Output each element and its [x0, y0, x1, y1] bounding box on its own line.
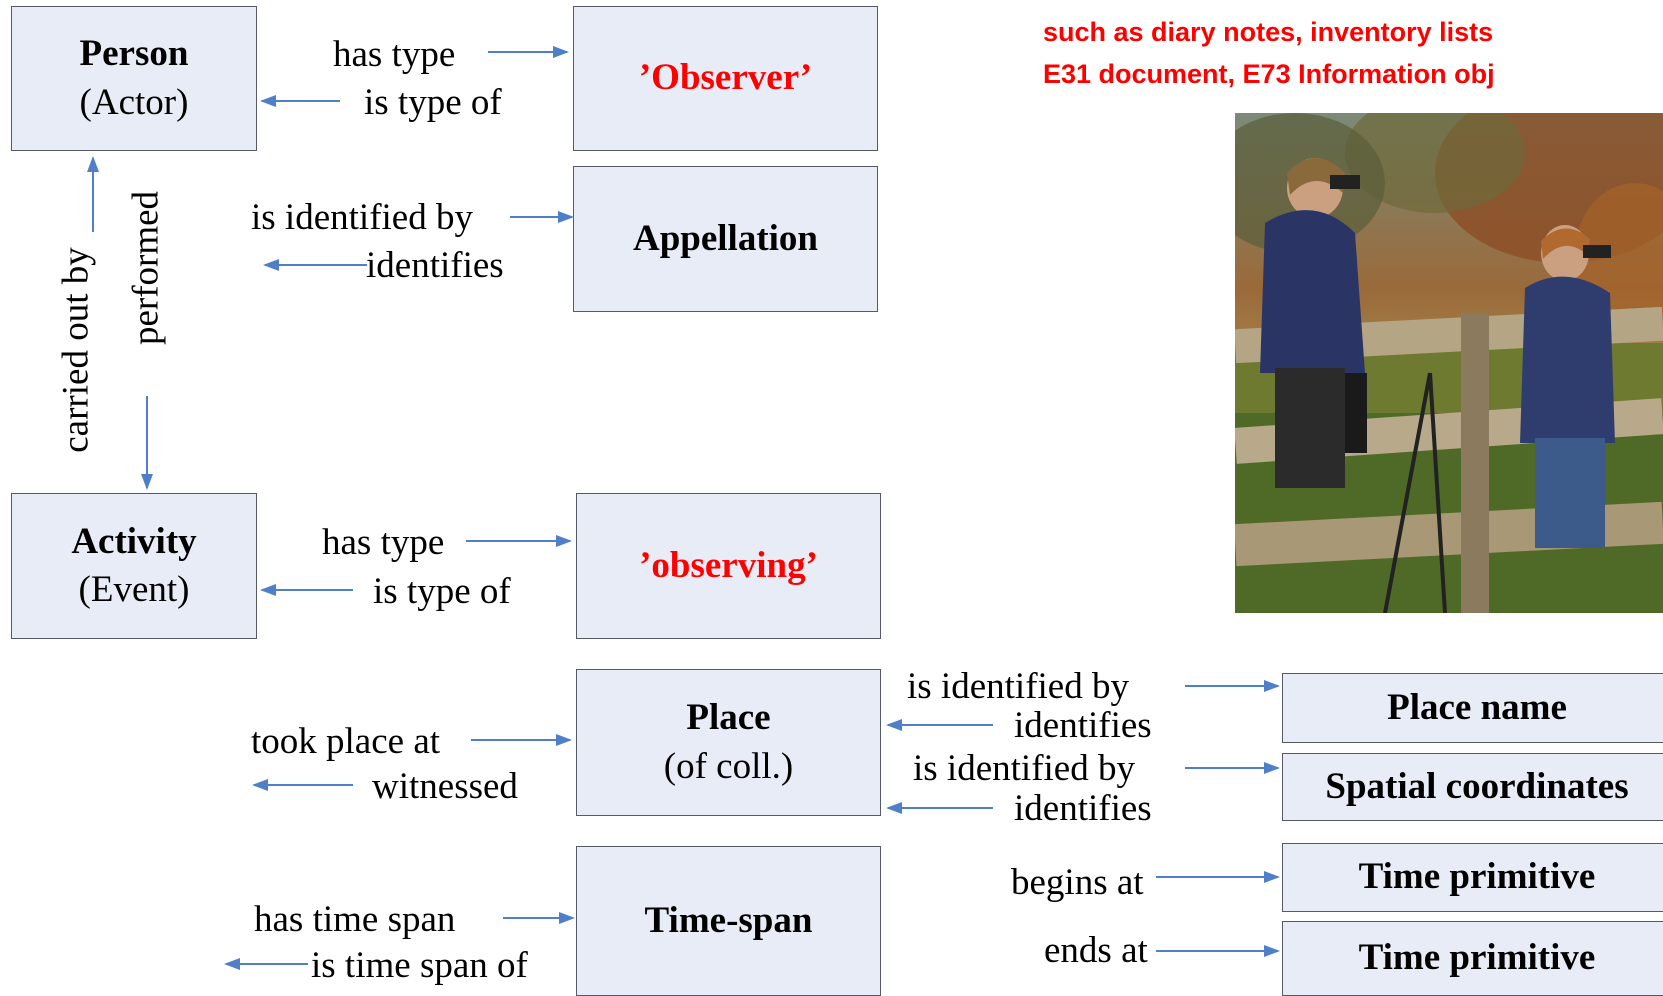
label-is-time-span-of: is time span of	[311, 945, 528, 986]
person-box: Person (Actor)	[11, 6, 257, 151]
timespan-title: Time-span	[644, 899, 813, 941]
time-primitive-box-1: Time primitive	[1282, 843, 1663, 912]
label-identifies-3: identifies	[1014, 788, 1152, 829]
label-carried-out-by: carried out by	[55, 247, 97, 453]
place-box: Place (of coll.)	[576, 669, 881, 816]
time-primitive-box-2: Time primitive	[1282, 921, 1663, 996]
appellation-box: Appellation	[573, 166, 878, 312]
label-ends-at: ends at	[1044, 930, 1148, 971]
source-note: such as diary notes, inventory lists E31…	[1043, 12, 1495, 96]
source-note-line-1: such as diary notes, inventory lists	[1043, 17, 1494, 47]
label-performed: performed	[125, 190, 167, 346]
label-has-type-1: has type	[333, 34, 456, 75]
spatial-coordinates-box: Spatial coordinates	[1282, 753, 1663, 821]
time-primitive-title-1: Time primitive	[1358, 856, 1596, 898]
place-name-box: Place name	[1282, 673, 1663, 743]
label-has-time-span: has time span	[254, 899, 456, 940]
place-name-title: Place name	[1387, 686, 1567, 728]
label-is-identified-by-1: is identified by	[251, 197, 473, 238]
label-is-type-of-1: is type of	[364, 82, 502, 123]
observing-box: ’observing’	[576, 493, 881, 639]
label-witnessed: witnessed	[372, 766, 518, 807]
label-is-identified-by-3: is identified by	[913, 748, 1135, 789]
label-identifies-2: identifies	[1014, 705, 1152, 746]
time-primitive-title-2: Time primitive	[1358, 937, 1596, 979]
label-took-place-at: took place at	[251, 721, 441, 762]
place-subtitle: (of coll.)	[663, 745, 794, 787]
label-has-type-2: has type	[322, 522, 445, 563]
person-subtitle: (Actor)	[79, 81, 189, 123]
birdwatchers-photo	[1235, 113, 1663, 613]
label-is-identified-by-2: is identified by	[907, 666, 1129, 707]
observer-title: ’Observer’	[638, 57, 813, 99]
label-begins-at: begins at	[1011, 862, 1144, 903]
activity-title: Activity	[71, 520, 197, 562]
activity-box: Activity (Event)	[11, 493, 257, 639]
person-title: Person	[79, 33, 189, 75]
appellation-title: Appellation	[632, 217, 819, 259]
timespan-box: Time-span	[576, 846, 881, 996]
spatial-coordinates-title: Spatial coordinates	[1325, 765, 1629, 807]
source-note-line-2: E31 document, E73 Information obj	[1043, 58, 1495, 89]
place-title: Place	[686, 697, 771, 739]
observer-box: ’Observer’	[573, 6, 878, 151]
label-identifies-1: identifies	[366, 245, 504, 286]
label-is-type-of-2: is type of	[373, 571, 511, 612]
activity-subtitle: (Event)	[78, 569, 190, 610]
observing-title: ’observing’	[639, 544, 818, 586]
